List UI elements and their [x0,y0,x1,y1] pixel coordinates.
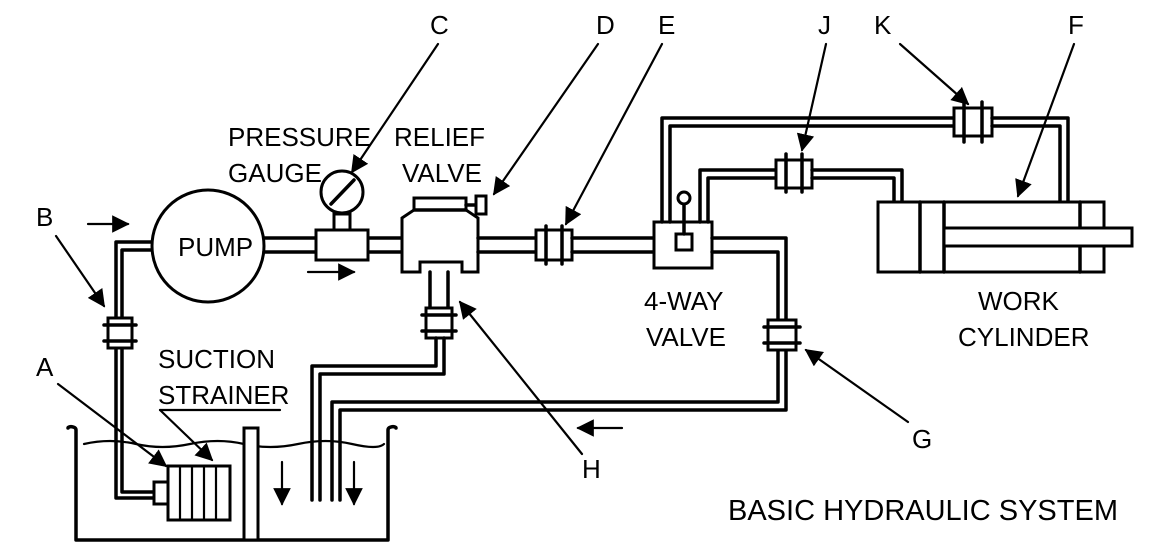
work-cylinder-label-line2: CYLINDER [958,322,1089,352]
relief-valve-label-line2: VALVE [402,158,482,188]
four-way-valve-label-line1: 4-WAY [644,286,723,316]
work-cylinder-label-line1: WORK [978,286,1060,316]
suction-strainer-label-line2: STRAINER [158,380,289,410]
relief-return-line [310,270,458,502]
four-way-valve-label-line2: VALVE [646,322,726,352]
callout-b: B [36,202,53,232]
valve-return-line [330,236,802,502]
work-cylinder [876,200,1134,274]
relief-valve [400,194,488,274]
cylinder-line-k [660,100,1070,224]
four-way-valve [652,190,714,270]
pressure-line-2 [476,224,656,266]
callout-a: A [36,352,54,382]
suction-strainer [152,464,232,522]
fitting-e [534,228,574,262]
pressure-gauge [314,169,370,262]
diagram-title: BASIC HYDRAULIC SYSTEM [728,495,1118,527]
pressure-gauge-label-line2: GAUGE [228,158,322,188]
pump-label: PUMP [178,232,253,262]
leader-lines [54,42,1076,468]
flow-arrows [86,215,624,506]
callout-k: K [874,10,892,40]
suction-strainer-label-line1: SUCTION [158,344,275,374]
suction-line [102,240,158,500]
pump [150,188,266,304]
callout-d: D [596,10,615,40]
callout-j: J [818,10,831,40]
callout-g: G [912,424,932,454]
fitting-g [766,318,798,352]
baffle-plate [242,426,260,542]
callout-e: E [658,10,675,40]
fitting-j [774,158,814,190]
pressure-gauge-label-line1: PRESSURE [228,122,371,152]
fitting-h [424,306,454,340]
callout-c: C [430,10,449,40]
relief-valve-label-line1: RELIEF [394,122,485,152]
callout-f: F [1068,10,1084,40]
cylinder-line-j [698,152,904,224]
fitting-k [952,106,994,138]
fitting-b [106,316,134,350]
pressure-line-1 [262,236,404,254]
callout-h: H [582,454,601,484]
